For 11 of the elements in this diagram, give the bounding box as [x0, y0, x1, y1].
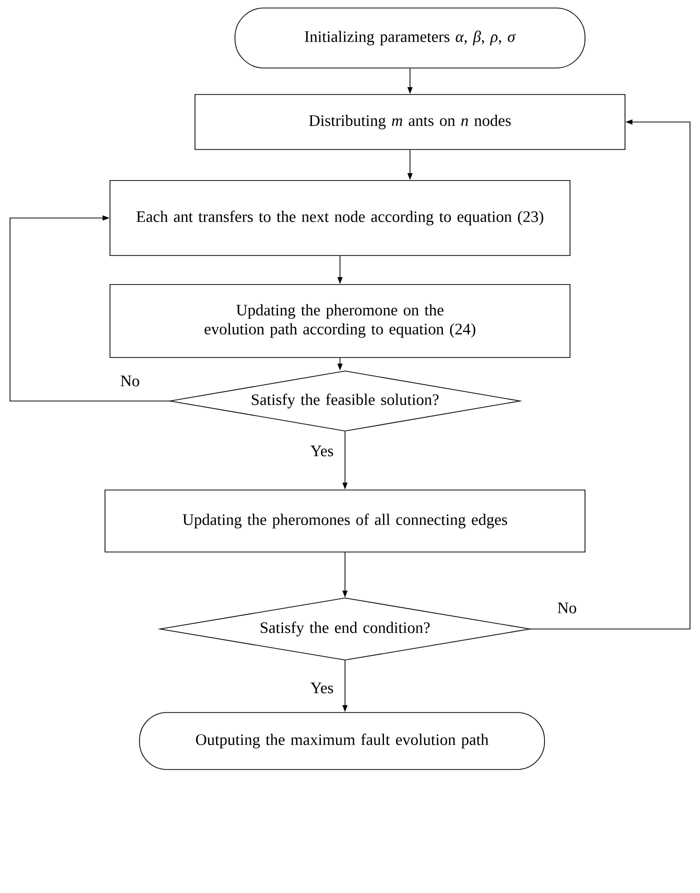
edge-label: Yes	[309, 682, 335, 694]
terminal-box: Outputing the maximum fault evolution path	[139, 712, 545, 770]
process-box: Updating the pheromone on the evolution path according to equation (24)	[110, 284, 570, 358]
edge-label: No	[556, 602, 578, 614]
edge-label: No	[119, 374, 141, 388]
edge-label: Yes	[309, 444, 335, 458]
process-box: Each ant transfers to the next node according to equation (23)	[110, 180, 570, 256]
terminal-box: Initializing parameters α, β, ρ, σ	[234, 8, 586, 68]
process-box: Updating the pheromones of all connecting edges	[104, 490, 586, 552]
process-box: Distributing m ants on n nodes	[194, 94, 626, 150]
arrow	[10, 215, 170, 402]
